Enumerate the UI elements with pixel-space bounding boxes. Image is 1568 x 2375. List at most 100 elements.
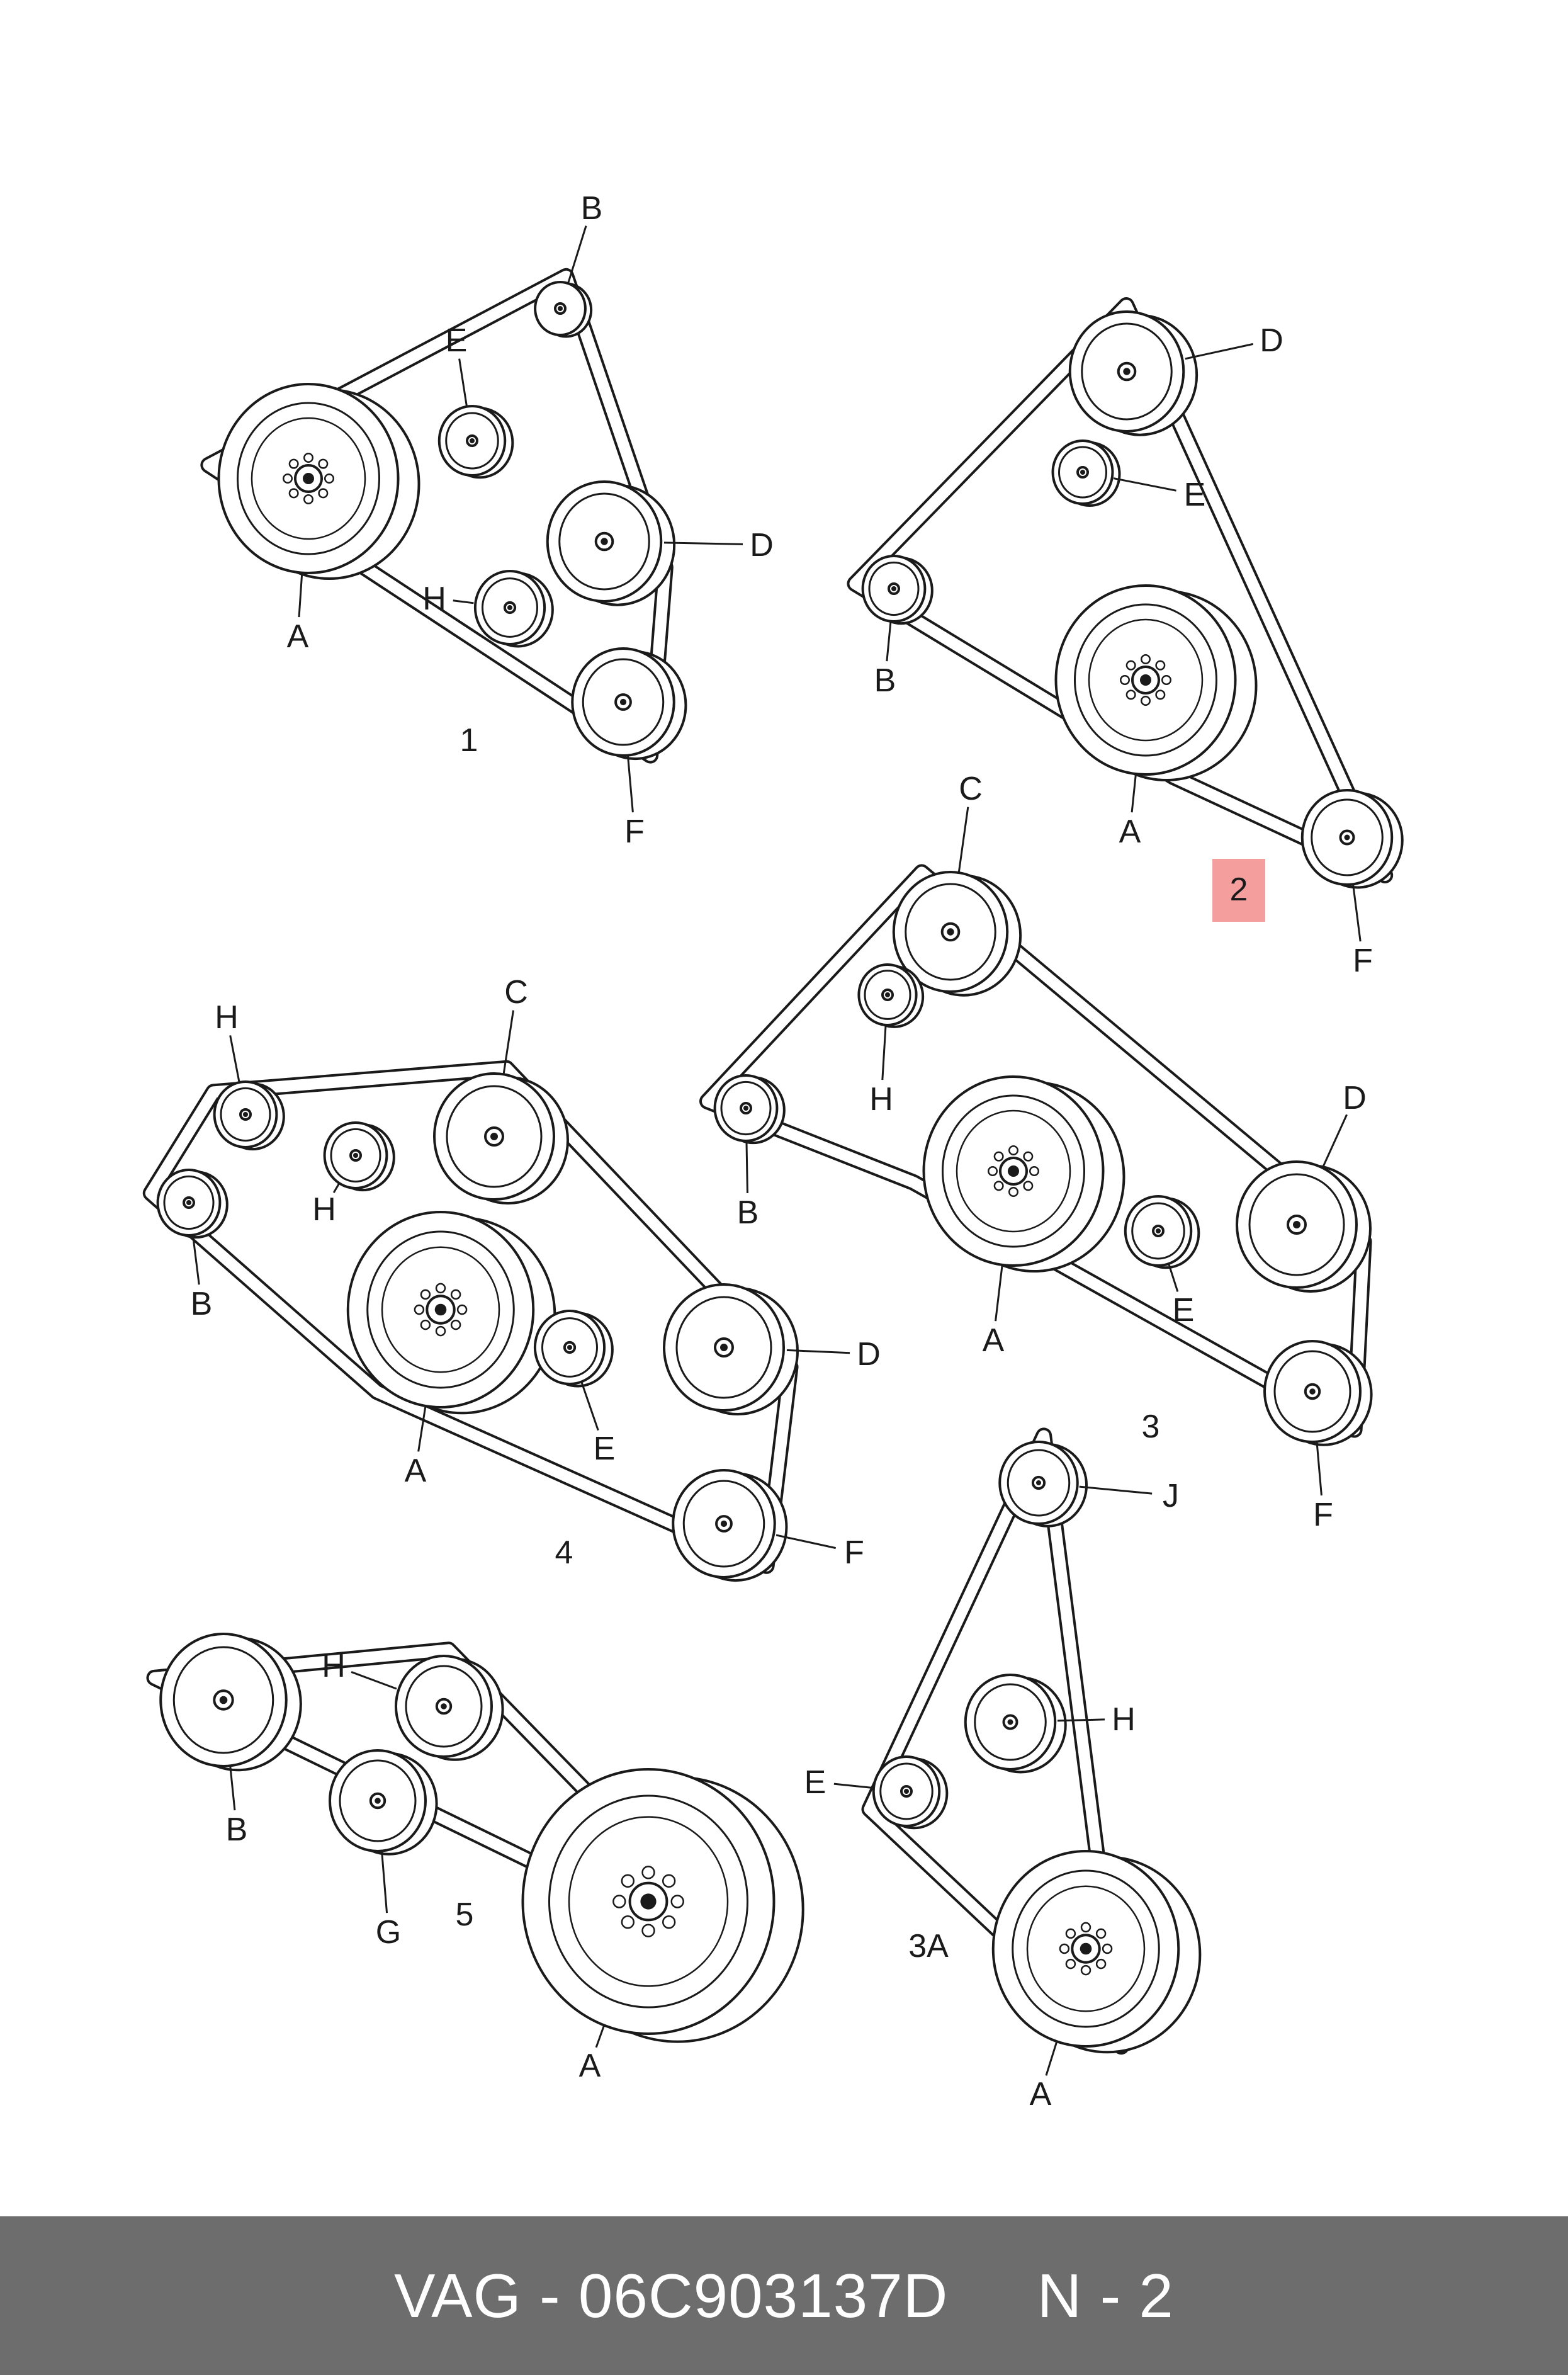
footer-bar: VAG - 06C903137D N - 2 [0, 2216, 1568, 2375]
pulley-h [964, 1674, 1067, 1774]
leader-line [381, 1851, 388, 1913]
pulley-label-e: E [1184, 477, 1206, 513]
pulley-h1 [213, 1080, 285, 1151]
pulley-label-f: F [1353, 943, 1373, 979]
leader-line [567, 225, 587, 284]
leader-line [1185, 343, 1254, 360]
pulley-label-e: E [446, 322, 468, 359]
panel-number-label: 3 [1142, 1409, 1160, 1445]
pulley-label-c: C [959, 771, 983, 807]
pulley-h [857, 963, 925, 1028]
panel-number-label: 2 [1230, 871, 1248, 908]
pulley-d [546, 480, 676, 606]
pulley-c [892, 871, 1022, 997]
pulley-e [1124, 1195, 1200, 1269]
leader-line [298, 572, 303, 618]
pulley-a [922, 1075, 1125, 1273]
pulley-c [433, 1072, 569, 1205]
pulley-d [663, 1283, 799, 1415]
pulley-a [346, 1211, 556, 1415]
pulley-label-g: G [376, 1914, 401, 1951]
footer-page-code: N - 2 [1037, 2260, 1174, 2330]
pulley-label-b: B [191, 1286, 213, 1322]
leader-line [833, 1783, 872, 1789]
pulley-d [1068, 310, 1199, 436]
pulley-b [156, 1169, 228, 1239]
panel-number-label: 4 [555, 1534, 573, 1571]
footer-part-number: 06C903137D [578, 2260, 949, 2330]
pulley-f [1263, 1340, 1373, 1446]
pulley-label-h1: H [215, 999, 239, 1036]
leader-line [502, 1010, 514, 1075]
pulley-label-b: B [581, 190, 603, 227]
pulley-label-a: A [405, 1453, 427, 1489]
leader-line [351, 1671, 397, 1690]
leader-line [1352, 884, 1362, 942]
leader-line [1045, 2041, 1058, 2076]
pulley-f [571, 647, 687, 761]
pulley-e [872, 1755, 949, 1830]
belt-routing-diagram: ABEDHF1DEBAF2CHBAEDF3HCHBAEDF4HBGA5JHEA3… [142, 190, 1404, 2112]
pulley-label-a: A [1119, 813, 1141, 850]
pulley-f [672, 1469, 788, 1582]
leader-line [886, 621, 892, 662]
panel-number-label: 3A [908, 1928, 949, 1964]
leader-line [881, 1024, 887, 1080]
footer-gap [948, 2260, 1037, 2332]
pulley-label-f: F [844, 1534, 864, 1571]
pulley-e [533, 1310, 614, 1388]
leader-line [458, 358, 468, 407]
pulley-d [1236, 1160, 1372, 1293]
pulley-label-c: C [504, 974, 528, 1011]
pulley-label-a: A [287, 618, 309, 655]
leader-line [1057, 1718, 1105, 1722]
pulley-label-a: A [1030, 2076, 1052, 2112]
pulley-b [861, 555, 933, 625]
pulley-label-e: E [594, 1431, 616, 1467]
leader-line [332, 1183, 340, 1193]
leader-line [453, 599, 474, 604]
pulley-label-f: F [624, 813, 645, 850]
pulley-a [991, 1850, 1202, 2054]
leader-line [745, 1140, 748, 1194]
leader-line [229, 1766, 236, 1811]
leader-line [1322, 1114, 1348, 1168]
pulley-e [1051, 439, 1121, 507]
panel-number-label: 1 [460, 722, 478, 759]
pulley-b [534, 281, 593, 338]
pulley-g [329, 1749, 438, 1856]
leader-line [191, 1235, 200, 1285]
pulley-label-b: B [737, 1194, 759, 1231]
pulley-h [395, 1655, 504, 1761]
pulley-b [713, 1074, 786, 1145]
leader-line [786, 1349, 850, 1354]
leader-line [957, 807, 969, 873]
pulley-label-d: D [1343, 1080, 1367, 1116]
footer-brand: VAG [394, 2260, 522, 2330]
pulley-label-e: E [1173, 1292, 1195, 1329]
pulley-label-e: E [804, 1764, 826, 1801]
leader-line [776, 1534, 837, 1550]
panel-number-label: 5 [456, 1896, 474, 1933]
pulley-f [1300, 789, 1404, 889]
leader-line [1316, 1441, 1323, 1496]
leader-line [595, 2026, 605, 2048]
pulley-label-j: J [1163, 1478, 1179, 1514]
pulley-b [159, 1633, 302, 1772]
pulley-label-d: D [1260, 322, 1283, 359]
footer-separator: - [521, 2260, 578, 2330]
leader-line [626, 755, 634, 813]
leader-line [1168, 1263, 1179, 1292]
pulley-label-d: D [750, 527, 774, 564]
leader-line [417, 1405, 427, 1452]
leader-line [229, 1035, 240, 1083]
pulley-a [1054, 584, 1258, 781]
highlight-box [1212, 859, 1265, 922]
leader-line [1131, 774, 1137, 813]
leader-line [580, 1381, 599, 1431]
leader-line [995, 1264, 1003, 1322]
